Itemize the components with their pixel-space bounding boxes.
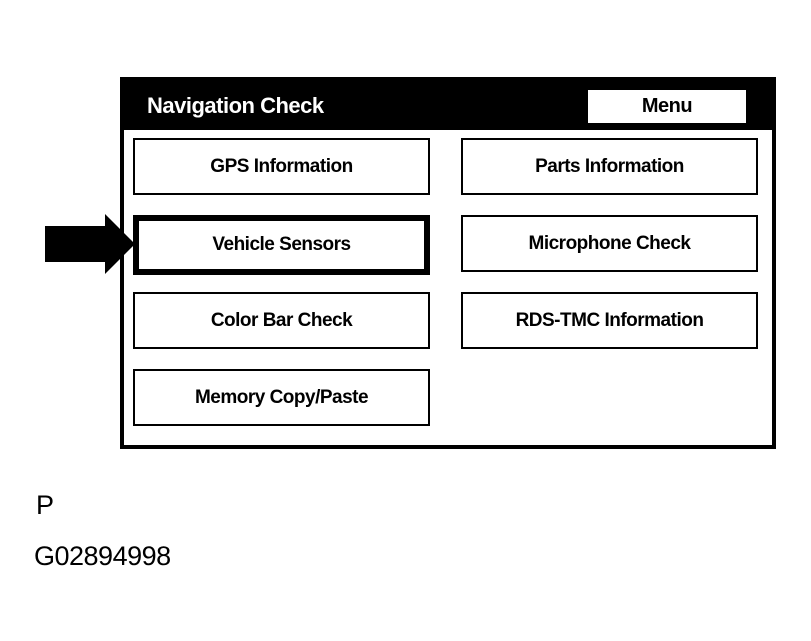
button-memory-copy-paste[interactable]: Memory Copy/Paste [133,369,430,426]
figure-id: G02894998 [34,541,171,571]
button-parts-information[interactable]: Parts Information [461,138,758,195]
button-microphone-check[interactable]: Microphone Check [461,215,758,272]
figure-label: P [36,490,54,520]
page-title: Navigation Check [147,93,324,118]
button-rds-tmc-information[interactable]: RDS-TMC Information [461,292,758,349]
menu-button[interactable]: Menu [588,90,746,123]
panel-header: Navigation Check Menu [124,81,772,130]
button-gps-information[interactable]: GPS Information [133,138,430,195]
button-vehicle-sensors[interactable]: Vehicle Sensors [133,215,430,275]
navigation-check-panel: Navigation Check Menu GPS Information Pa… [120,77,776,449]
button-color-bar-check[interactable]: Color Bar Check [133,292,430,349]
selection-arrow-icon [45,214,135,274]
